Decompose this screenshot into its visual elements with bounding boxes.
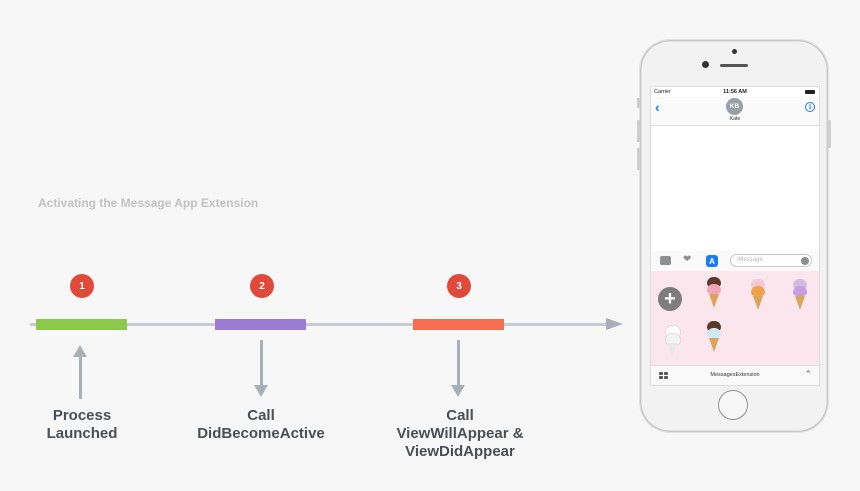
step-3-badge: 3 [447, 274, 471, 298]
heart-icon[interactable]: ❤ [683, 254, 692, 265]
step-1-label: Process Launched [0, 407, 177, 443]
front-camera [702, 61, 709, 68]
volume-down-button [637, 148, 640, 170]
timeline-arrowhead [606, 318, 623, 330]
step-3-label: Call ViewWillAppear & ViewDidAppear [365, 407, 555, 461]
step-2-arrow-down [254, 340, 268, 397]
proximity-sensor [732, 49, 737, 54]
ice-cream-sticker[interactable] [749, 279, 767, 313]
step-3-arrow-down [451, 340, 465, 397]
sticker-drawer: + [651, 271, 819, 365]
step-1-badge: 1 [70, 274, 94, 298]
add-sticker-icon[interactable]: + [658, 287, 682, 311]
ice-cream-sticker[interactable] [663, 323, 681, 357]
contact-name: Kate [729, 116, 741, 122]
conversation-header: ‹ KB Kate i [651, 97, 819, 126]
step-3-segment [413, 319, 504, 330]
diagram-title: Activating the Message App Extension [38, 196, 259, 210]
step-3-label-line: ViewWillAppear & [396, 425, 524, 442]
back-chevron-icon[interactable]: ‹ [655, 99, 660, 115]
iphone-mockup: Carrier 11:56 AM ‹ KB Kate i ❤ A iMessag… [637, 40, 831, 432]
step-2-label: Call DidBecomeActive [166, 407, 356, 443]
ice-cream-sticker[interactable] [705, 277, 723, 311]
step-1-label-line: Launched [46, 425, 118, 442]
step-2-label-line: DidBecomeActive [197, 425, 325, 442]
ice-cream-sticker[interactable] [791, 279, 809, 313]
ice-cream-sticker[interactable] [705, 321, 723, 355]
extension-name: MessagesExtension [710, 372, 760, 378]
step-3-label-line: ViewDidAppear [405, 443, 515, 460]
step-2-segment [215, 319, 306, 330]
timeline-line [30, 323, 612, 326]
extension-toolbar: MessagesExtension ⌃ [651, 365, 819, 385]
home-button[interactable] [718, 390, 748, 420]
mute-switch [637, 98, 640, 108]
message-input[interactable]: iMessage [730, 254, 812, 267]
avatar[interactable]: KB [726, 98, 743, 115]
chevron-up-icon[interactable]: ⌃ [804, 369, 812, 379]
volume-up-button [637, 120, 640, 142]
battery-icon [805, 90, 815, 94]
step-1-label-line: Process [52, 407, 112, 424]
carrier-label: Carrier [654, 89, 671, 95]
status-time: 11:56 AM [723, 89, 747, 95]
message-placeholder: iMessage [737, 257, 763, 263]
app-grid-icon[interactable] [659, 372, 669, 380]
step-1-arrow-up [73, 345, 87, 399]
camera-icon[interactable] [660, 256, 671, 265]
message-input-bar: ❤ A iMessage [651, 251, 819, 271]
microphone-icon[interactable] [801, 257, 809, 265]
phone-screen: Carrier 11:56 AM ‹ KB Kate i ❤ A iMessag… [650, 86, 820, 386]
app-store-icon[interactable]: A [706, 255, 718, 267]
step-3-label-line: Call [446, 407, 474, 424]
step-1-segment [36, 319, 127, 330]
power-button [828, 120, 831, 148]
status-bar: Carrier 11:56 AM [651, 87, 819, 97]
step-2-label-line: Call [247, 407, 275, 424]
earpiece-speaker [720, 64, 748, 67]
info-icon[interactable]: i [805, 102, 815, 112]
step-2-badge: 2 [250, 274, 274, 298]
